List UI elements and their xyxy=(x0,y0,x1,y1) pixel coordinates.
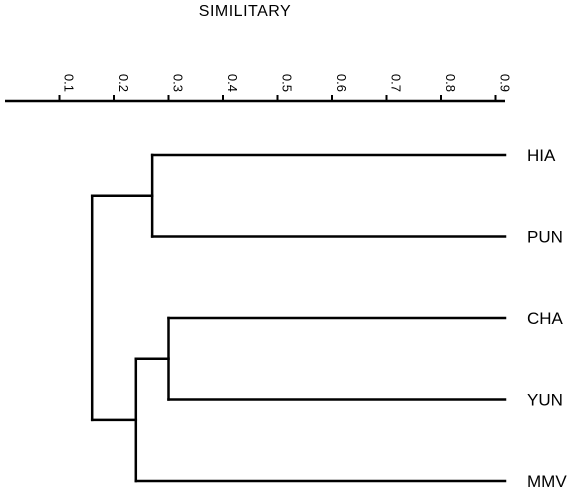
axis-tick-label: 0.6 xyxy=(334,74,349,92)
axis-tick-label: 0.2 xyxy=(116,74,131,92)
leaf-label-hia: HIA xyxy=(527,146,556,165)
axis-title: SIMILITARY xyxy=(199,3,291,20)
leaf-label-yun: YUN xyxy=(527,391,563,410)
axis-tick-label: 0.1 xyxy=(62,74,77,92)
axis-tick-label: 0.4 xyxy=(225,74,240,92)
similarity-axis: 0.1 0.2 0.3 0.4 0.5 0.6 0.7 0.8 0.9 xyxy=(5,74,513,103)
axis-tick-label: 0.9 xyxy=(498,74,513,92)
axis-tick-label: 0.3 xyxy=(171,74,186,92)
axis-tick-label: 0.7 xyxy=(389,74,404,92)
leaf-labels: HIA PUN CHA YUN MMV xyxy=(527,146,567,489)
axis-tick-label: 0.5 xyxy=(280,74,295,92)
axis-tick-label: 0.8 xyxy=(443,74,458,92)
dendrogram-branches xyxy=(90,153,507,483)
leaf-label-pun: PUN xyxy=(527,228,563,247)
leaf-label-cha: CHA xyxy=(527,309,564,328)
leaf-label-mmv: MMV xyxy=(527,472,567,489)
